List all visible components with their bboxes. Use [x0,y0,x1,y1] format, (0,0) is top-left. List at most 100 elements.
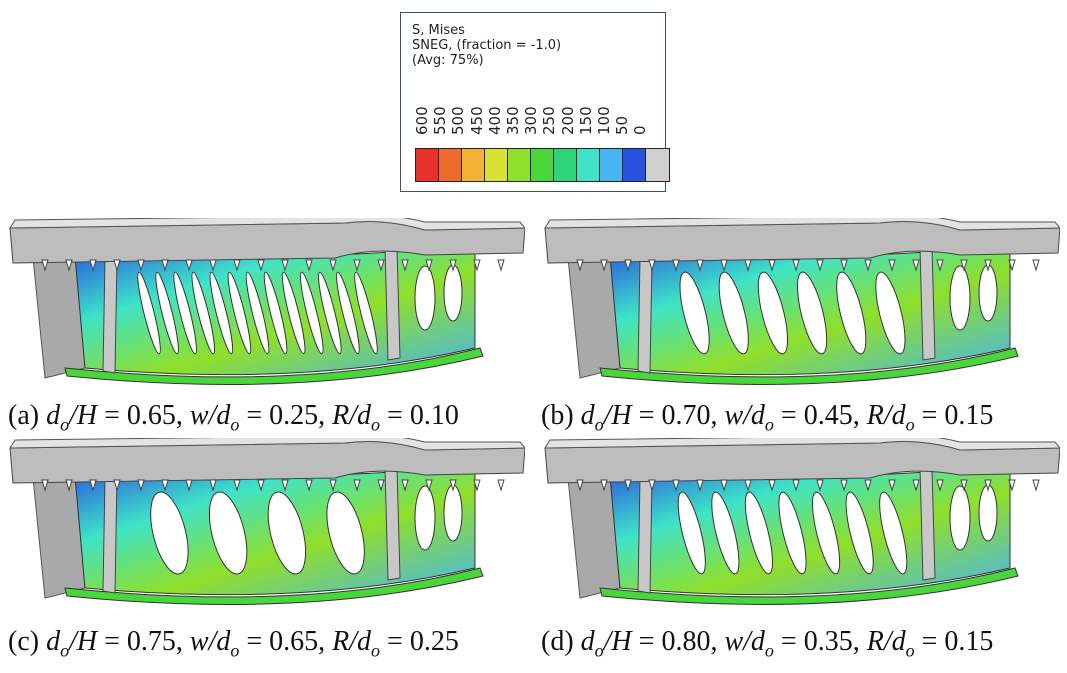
panel-b-model [540,218,1060,403]
shear-stud [576,479,584,492]
caption-c-do-h: 0.75 [126,626,176,657]
stiffener [384,247,401,361]
web-opening [414,485,436,551]
shear-stud [864,479,872,492]
web-opening [336,271,360,355]
shear-stud [497,479,505,492]
panel-c-model [5,438,525,623]
web-plate [609,465,1011,596]
shear-stud [233,479,241,492]
shear-stud [816,259,824,272]
shear-stud [648,479,656,492]
legend-swatch-9 [623,149,646,181]
shear-stud [792,259,800,272]
panel-a-model [5,218,525,403]
shear-stud [305,479,313,492]
stiffener [919,467,936,581]
caption-a-label: (a) [8,400,40,431]
caption-d: (d) do/H = 0.80, w/do = 0.35, R/do = 0.1… [541,626,994,661]
shear-stud [576,259,584,272]
shear-stud [744,479,752,492]
web-opening [326,491,365,575]
shear-stud [281,479,289,492]
shear-stud [161,479,169,492]
web-opening [173,271,197,355]
shear-stud [672,259,680,272]
bottom-flange [64,347,484,385]
legend-tick-450: 450 [467,106,486,135]
shear-stud [329,479,337,492]
shear-stud [473,259,481,272]
caption-d-r-do: 0.15 [944,626,994,657]
legend-tick-550: 550 [431,106,450,135]
shear-stud [377,259,385,272]
caption-a-do-h: 0.65 [126,400,176,431]
stress-legend: S, Mises SNEG, (fraction = -1.0) (Avg: 7… [400,12,670,192]
web-opening [155,271,179,355]
caption-b-label: (b) [541,400,574,431]
web-opening [245,271,270,355]
stiffener [919,247,936,361]
web-opening [718,271,749,355]
stiffener [637,477,653,594]
panel-d-model [540,438,1060,623]
web-opening [679,271,710,355]
shear-stud [353,259,361,272]
shear-stud [936,259,944,272]
web-opening [711,491,740,575]
legend-swatch-3 [485,149,508,181]
legend-tick-300: 300 [522,106,541,135]
shear-stud [1032,259,1040,272]
stiffener [102,257,118,374]
web-opening [443,264,463,322]
shear-stud [65,479,73,492]
legend-swatch-8 [600,149,623,181]
shear-stud [497,259,505,272]
legend-swatch-7 [577,149,600,181]
shear-stud [696,259,704,272]
caption-d-w-do: 0.35 [803,626,853,657]
web-opening [836,271,867,355]
legend-swatch-0 [416,149,439,181]
legend-tick-150: 150 [576,106,595,135]
shear-stud [257,479,265,492]
shear-stud [888,479,896,492]
shear-stud [137,479,145,492]
shear-stud [353,479,361,492]
shear-stud [864,259,872,272]
shear-stud [257,259,265,272]
stiffener [102,477,118,594]
web-opening [191,271,216,355]
web-opening [778,491,807,575]
shear-stud [401,259,409,272]
shear-stud [305,259,313,272]
shear-stud [137,259,145,272]
shear-stud [600,479,608,492]
legend-swatch-2 [462,149,485,181]
shear-stud [449,479,457,492]
web-opening [443,484,463,542]
caption-a-r-do: 0.10 [409,400,459,431]
shear-stud [473,479,481,492]
caption-c-r-do: 0.25 [409,626,459,657]
panel-d-svg [544,438,1060,605]
shear-stud [161,259,169,272]
shear-stud [840,259,848,272]
legend-subtitle: SNEG, (fraction = -1.0) [412,38,562,53]
web-opening [978,484,998,542]
web-opening [677,491,706,575]
web-opening [150,491,189,575]
web-opening [263,271,288,355]
legend-title: S, Mises [412,23,465,38]
web-opening [227,271,252,355]
slab-top [544,438,1060,451]
shear-stud [209,259,217,272]
panel-a-svg [9,218,525,385]
caption-d-do-h: 0.80 [661,626,711,657]
legend-swatch-1 [439,149,462,181]
shear-stud [648,259,656,272]
shear-stud [600,259,608,272]
shear-stud [425,259,433,272]
shear-stud [209,479,217,492]
web-opening [137,271,161,355]
